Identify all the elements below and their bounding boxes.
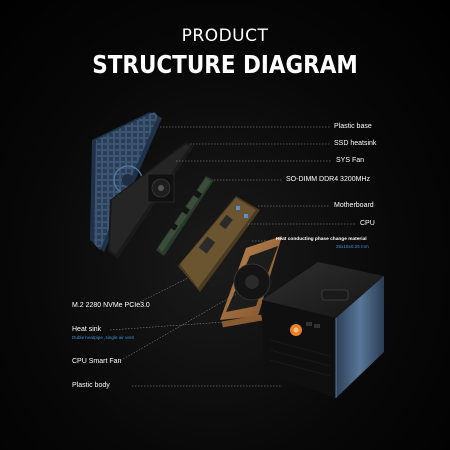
label-motherboard: Motherboard — [334, 202, 374, 209]
label-phase-change-dim: 25x15x0.25 mm — [336, 244, 369, 249]
label-ssd-heatsink: SSD heatsink — [334, 140, 377, 147]
label-plastic-base: Plastic base — [334, 123, 372, 130]
plastic-body-part — [262, 262, 384, 398]
ram-stick-part — [156, 176, 214, 256]
label-ram: SO-DIMM DDR4 3200MHz — [286, 176, 371, 183]
label-m2: M.2 2280 NVMe PCIe3.0 — [72, 302, 150, 309]
title-structure-diagram: STRUCTURE DIAGRAM — [92, 50, 358, 79]
motherboard-part — [178, 196, 260, 292]
title-product: PRODUCT — [181, 26, 269, 46]
label-plastic-body: Plastic body — [72, 382, 110, 389]
label-cpu: CPU — [360, 220, 375, 227]
label-cpu-fan: CPU Smart Fan — [72, 358, 122, 365]
leader-lines — [109, 126, 356, 387]
heatsink-fan-part — [220, 236, 282, 328]
sys-fan-part — [147, 173, 175, 203]
label-phase-change: Heat conducting phase change material — [276, 237, 367, 242]
label-heat-sink-sub: Duble heatpipe ,single air vent — [72, 335, 134, 340]
label-sys-fan: SYS Fan — [336, 157, 365, 164]
label-heat-sink: Heat sink — [72, 326, 102, 333]
